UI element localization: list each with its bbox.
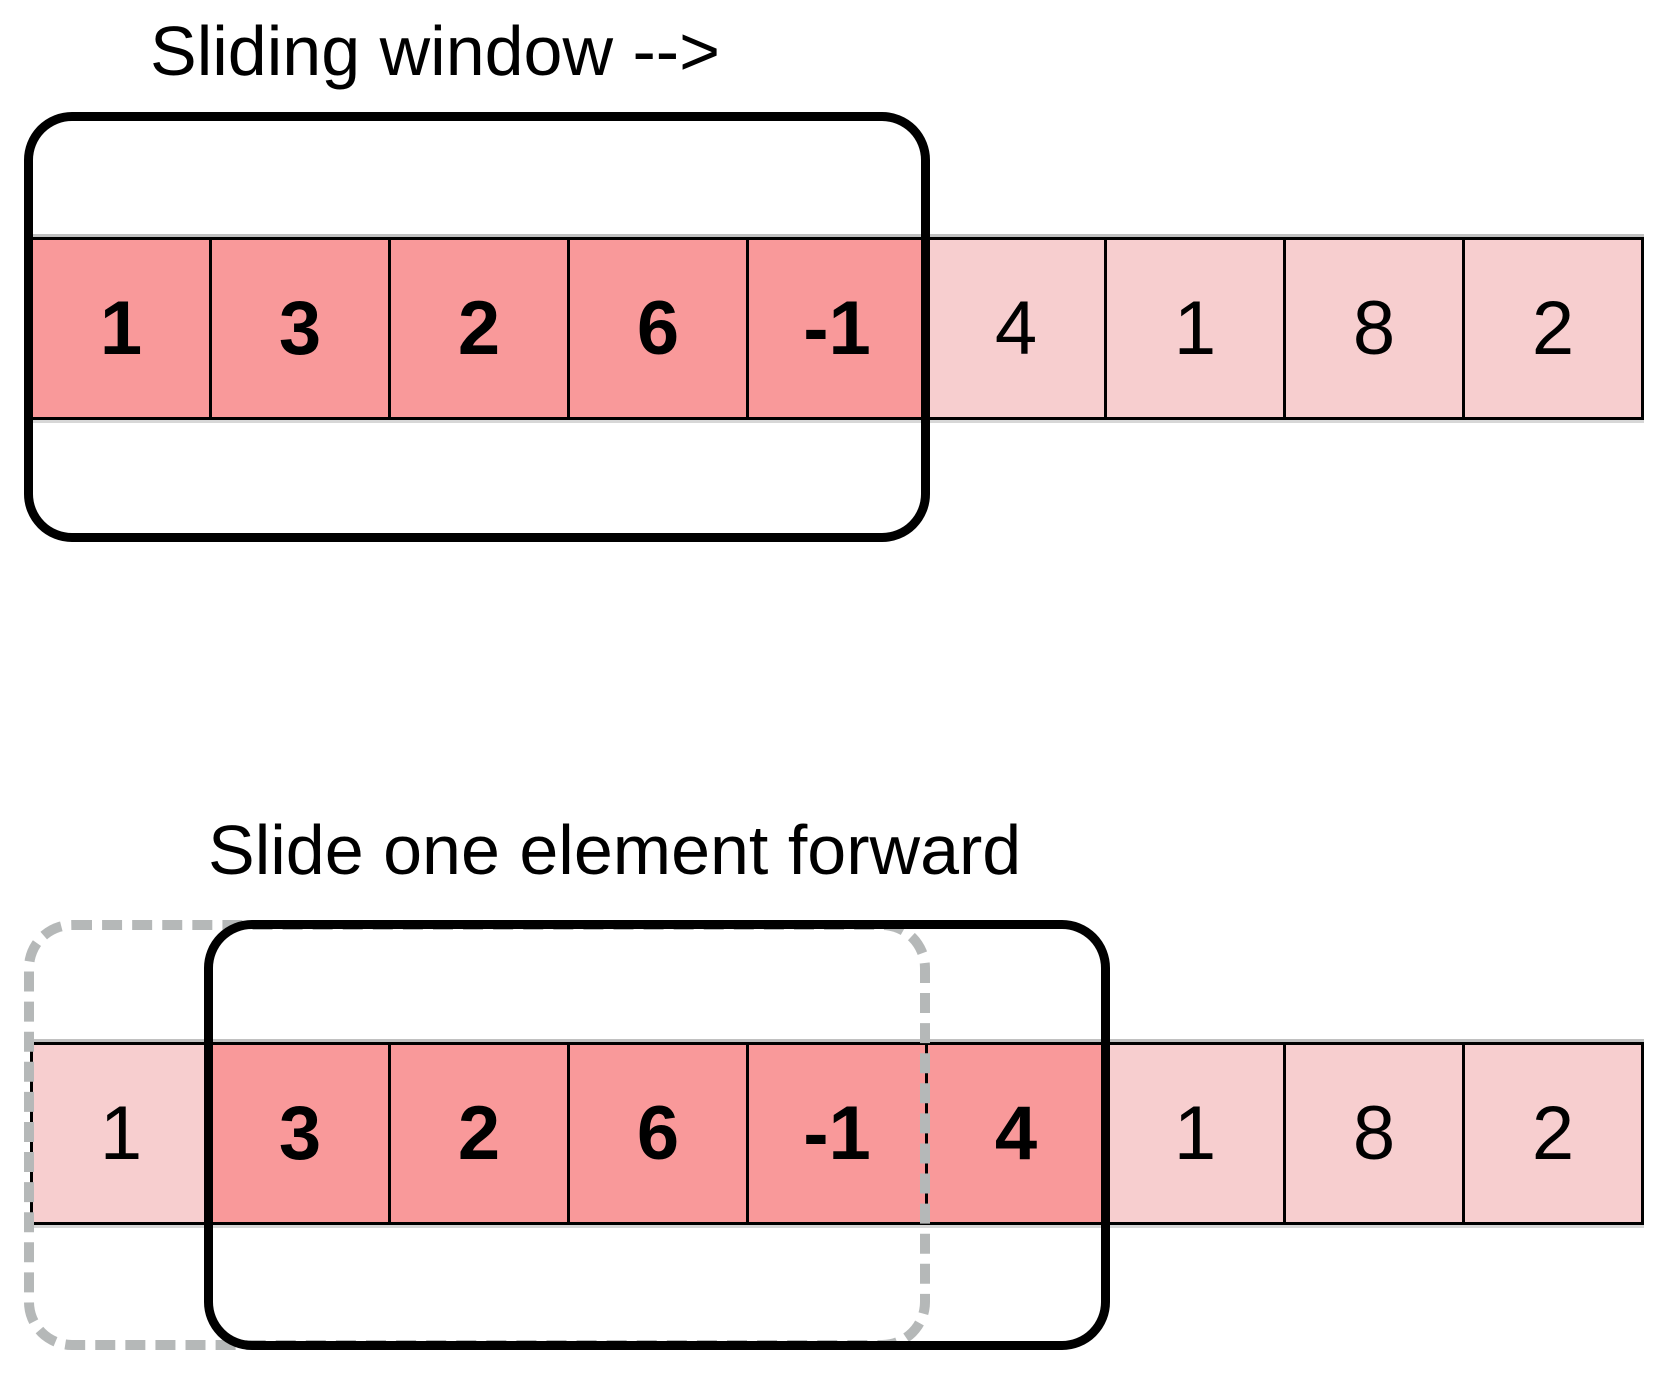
array-cell: 2: [1462, 237, 1644, 420]
array-cell: -1: [746, 237, 928, 420]
step1-array-row: 1 3 2 6 -1 4 1 8 2: [30, 237, 1644, 420]
step2-array-row: 1 3 2 6 -1 4 1 8 2: [30, 1042, 1644, 1225]
array-cell: 4: [925, 237, 1107, 420]
step1-title: Sliding window -->: [150, 12, 720, 90]
step2-window-outline: [204, 920, 1110, 1350]
array-cell: 8: [1283, 237, 1465, 420]
array-cell: 8: [1283, 1042, 1465, 1225]
array-cell: 1: [30, 237, 212, 420]
array-cell: 2: [388, 1042, 570, 1225]
array-cell: 2: [1462, 1042, 1644, 1225]
step2-title: Slide one element forward: [208, 811, 1022, 889]
array-cell: 1: [1104, 237, 1286, 420]
step1-window-outline: [24, 112, 930, 542]
array-cell: 1: [30, 1042, 212, 1225]
array-cell: 6: [567, 1042, 749, 1225]
array-cell: 6: [567, 237, 749, 420]
array-cell: 3: [209, 1042, 391, 1225]
array-cell: 1: [1104, 1042, 1286, 1225]
array-cell: -1: [746, 1042, 928, 1225]
array-cell: 3: [209, 237, 391, 420]
